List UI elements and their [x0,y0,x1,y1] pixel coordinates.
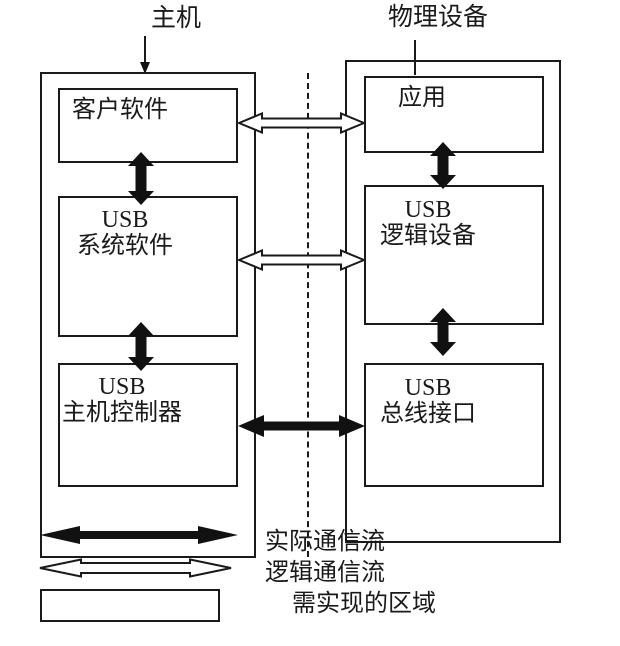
usb-logical-device-box: USB 逻辑设备 [364,185,544,325]
usb-host-controller-box: USB 主机控制器 [58,363,238,487]
down-arrow-icon [140,36,150,74]
usb-logical-device-label: USB 逻辑设备 [380,197,476,249]
legend-item-actual-flow-label: 实际通信流 [265,529,385,555]
host-container-box [40,72,256,558]
host-title: 主机 [151,5,202,32]
application-label: 应用 [398,85,446,111]
host-device-boundary-dashed-line [307,73,309,557]
hollow-double-arrow-icon [238,249,365,271]
legend-item-logical-flow-label: 逻辑通信流 [265,560,385,586]
client-software-label: 客户软件 [72,97,168,123]
solid-double-arrow-icon [40,526,238,544]
legend: 实际通信流 逻辑通信流 需实现的区域 [265,527,436,620]
solid-vertical-double-arrow-icon [128,152,154,205]
hollow-double-arrow-icon [39,558,232,578]
device-title: 物理设备 [388,4,489,31]
usb-bus-interface-box: USB 总线接口 [364,363,544,487]
usb-system-software-box: USB 系统软件 [58,196,238,337]
device-container-box [345,60,561,543]
client-software-box: 客户软件 [58,88,238,163]
usb-system-software-label: USB 系统软件 [77,207,173,259]
solid-vertical-double-arrow-icon [128,322,154,371]
solid-vertical-double-arrow-icon [430,142,456,189]
usb-bus-interface-label: USB 总线接口 [380,375,476,427]
hollow-double-arrow-icon [238,112,365,134]
usb-host-controller-label: USB 主机控制器 [62,374,182,426]
solid-double-arrow-icon [238,415,365,437]
solid-vertical-double-arrow-icon [430,308,456,356]
legend-item-implementation-region-label: 需实现的区域 [292,591,436,617]
device-connector-line [414,40,416,75]
application-box: 应用 [364,76,544,153]
outlined-rectangle-icon [40,589,220,622]
